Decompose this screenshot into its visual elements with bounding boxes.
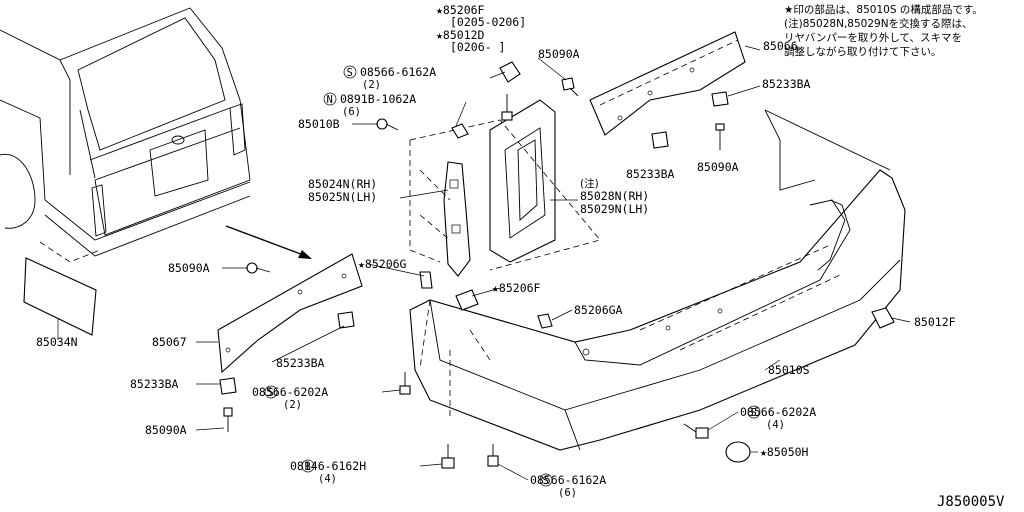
label-85024N: 85024N(RH)	[308, 177, 377, 191]
label-85090A-left: 85090A	[168, 261, 210, 275]
label-08566-6202A-right: 08566-6202A	[740, 405, 816, 419]
label-08146-qty: (4)	[318, 473, 337, 485]
screw-08566-6202A-left[interactable]	[399, 372, 411, 395]
leader-lines	[195, 45, 911, 481]
label-85012D-date: [0206- ]	[450, 40, 505, 54]
label-85206F-date: [0205-0206]	[450, 15, 526, 29]
badge-b: B	[301, 459, 315, 473]
screw-85090A-left[interactable]	[246, 262, 271, 274]
label-85010S: 85010S	[768, 363, 810, 377]
label-08566-6162A-bottom-qty: (6)	[558, 487, 577, 499]
label-85050H: ★85050H	[760, 445, 809, 459]
screw-08566-6162A-top[interactable]	[501, 94, 513, 121]
clip-85012F[interactable]	[871, 307, 895, 329]
screw-85090A-mid[interactable]	[715, 123, 725, 150]
clip-85233BA-left[interactable]	[337, 311, 355, 329]
label-85034N: 85034N	[36, 335, 78, 349]
clip-85206F-lower[interactable]	[455, 289, 479, 311]
screw-85090A-bottom[interactable]	[223, 407, 233, 432]
label-note-mark: (注)	[580, 177, 599, 190]
label-85206F-lower: ★85206F	[492, 281, 541, 295]
label-85029N: 85029N(LH)	[580, 202, 649, 216]
label-85233BA-bottom: 85233BA	[130, 377, 179, 391]
label-85206G: ★85206G	[358, 257, 407, 271]
label-08566-6202A-left-qty: (2)	[283, 399, 302, 411]
label-85206F: ★85206F	[436, 3, 485, 17]
cap-85050H[interactable]	[725, 441, 751, 463]
label-85233BA-top: 85233BA	[762, 77, 811, 91]
notes-block: ★印の部品は、85010S の構成部品です。 (注)85028N,85029Nを…	[784, 3, 983, 58]
rear-bumper-85010S[interactable]	[409, 109, 906, 451]
svg-text:S: S	[347, 67, 353, 79]
svg-text:S: S	[268, 387, 274, 399]
label-08566-6202A-right-qty: (4)	[766, 419, 785, 431]
label-0891B-1062A: 0891B-1062A	[340, 92, 416, 106]
badge-s-4: S	[539, 473, 553, 487]
license-plate-85034N[interactable]	[23, 257, 97, 336]
rear-reflector-85028N[interactable]	[489, 99, 556, 263]
clip-85206G[interactable]	[419, 271, 433, 289]
part-labels: ★85206F [0205-0206] ★85012D [0206- ] 085…	[36, 3, 956, 499]
badge-s-3: S	[747, 405, 761, 419]
label-85010B: 85010B	[298, 117, 340, 131]
note-line-2: (注)85028N,85029Nを交換する際は、	[784, 17, 973, 30]
license-finisher-85066[interactable]	[589, 31, 746, 136]
screw-85010B[interactable]	[376, 118, 399, 131]
label-85090A-top: 85090A	[538, 47, 580, 61]
label-08566-6162A-top-qty: (2)	[362, 79, 381, 91]
label-85233BA-left: 85233BA	[276, 356, 325, 370]
direction-arrow	[225, 225, 312, 259]
label-85233BA-mid: 85233BA	[626, 167, 675, 181]
label-85012D: ★85012D	[436, 28, 485, 42]
label-08566-6162A-top: 08566-6162A	[360, 65, 436, 79]
diagram-code: J850005V	[937, 494, 1005, 510]
label-85090A-mid: 85090A	[697, 160, 739, 174]
svg-text:S: S	[751, 407, 757, 419]
label-85012F: 85012F	[914, 315, 956, 329]
svg-text:N: N	[327, 94, 333, 106]
vehicle-rear-illustration	[0, 7, 251, 263]
note-line-3: リヤバンパーを取り外して、スキマを	[784, 32, 962, 44]
note-line-4: 調整しながら取り付けて下さい。	[784, 45, 942, 58]
label-85206GA: 85206GA	[574, 303, 623, 317]
clip-85233BA-mid[interactable]	[651, 131, 669, 149]
screw-08566-6202A-right[interactable]	[683, 423, 709, 439]
label-85066: 85066	[763, 39, 798, 53]
badge-n: N	[323, 92, 337, 106]
label-0891B-qty: (6)	[342, 106, 361, 118]
badge-s-1: S	[343, 65, 357, 79]
svg-text:B: B	[305, 461, 311, 473]
bumper-bracket-85024N[interactable]	[443, 161, 471, 277]
screw-85090A-top[interactable]	[561, 77, 579, 97]
clip-85233BA-top[interactable]	[711, 91, 729, 107]
license-finisher-85067[interactable]	[217, 253, 363, 374]
clip-85206GA[interactable]	[537, 313, 553, 329]
badge-s-2: S	[264, 385, 278, 399]
bolt-08146-6162H[interactable]	[441, 444, 455, 469]
note-line-1: ★印の部品は、85010S の構成部品です。	[784, 3, 983, 16]
clip-85233BA-bottom[interactable]	[219, 377, 237, 395]
label-08566-6162A-bottom: 08566-6162A	[530, 473, 606, 487]
screw-08566-6162A-bottom[interactable]	[487, 444, 499, 467]
label-85025N: 85025N(LH)	[308, 190, 377, 204]
svg-text:S: S	[543, 475, 549, 487]
label-85028N: 85028N(RH)	[580, 189, 649, 203]
label-85090A-bottom: 85090A	[145, 423, 187, 437]
label-85067: 85067	[152, 335, 187, 349]
label-08146-6162H: 08146-6162H	[290, 459, 366, 473]
label-08566-6202A-left: 08566-6202A	[252, 385, 328, 399]
nut-0891B-1062A[interactable]	[451, 123, 469, 139]
clip-85012D[interactable]	[499, 61, 521, 83]
